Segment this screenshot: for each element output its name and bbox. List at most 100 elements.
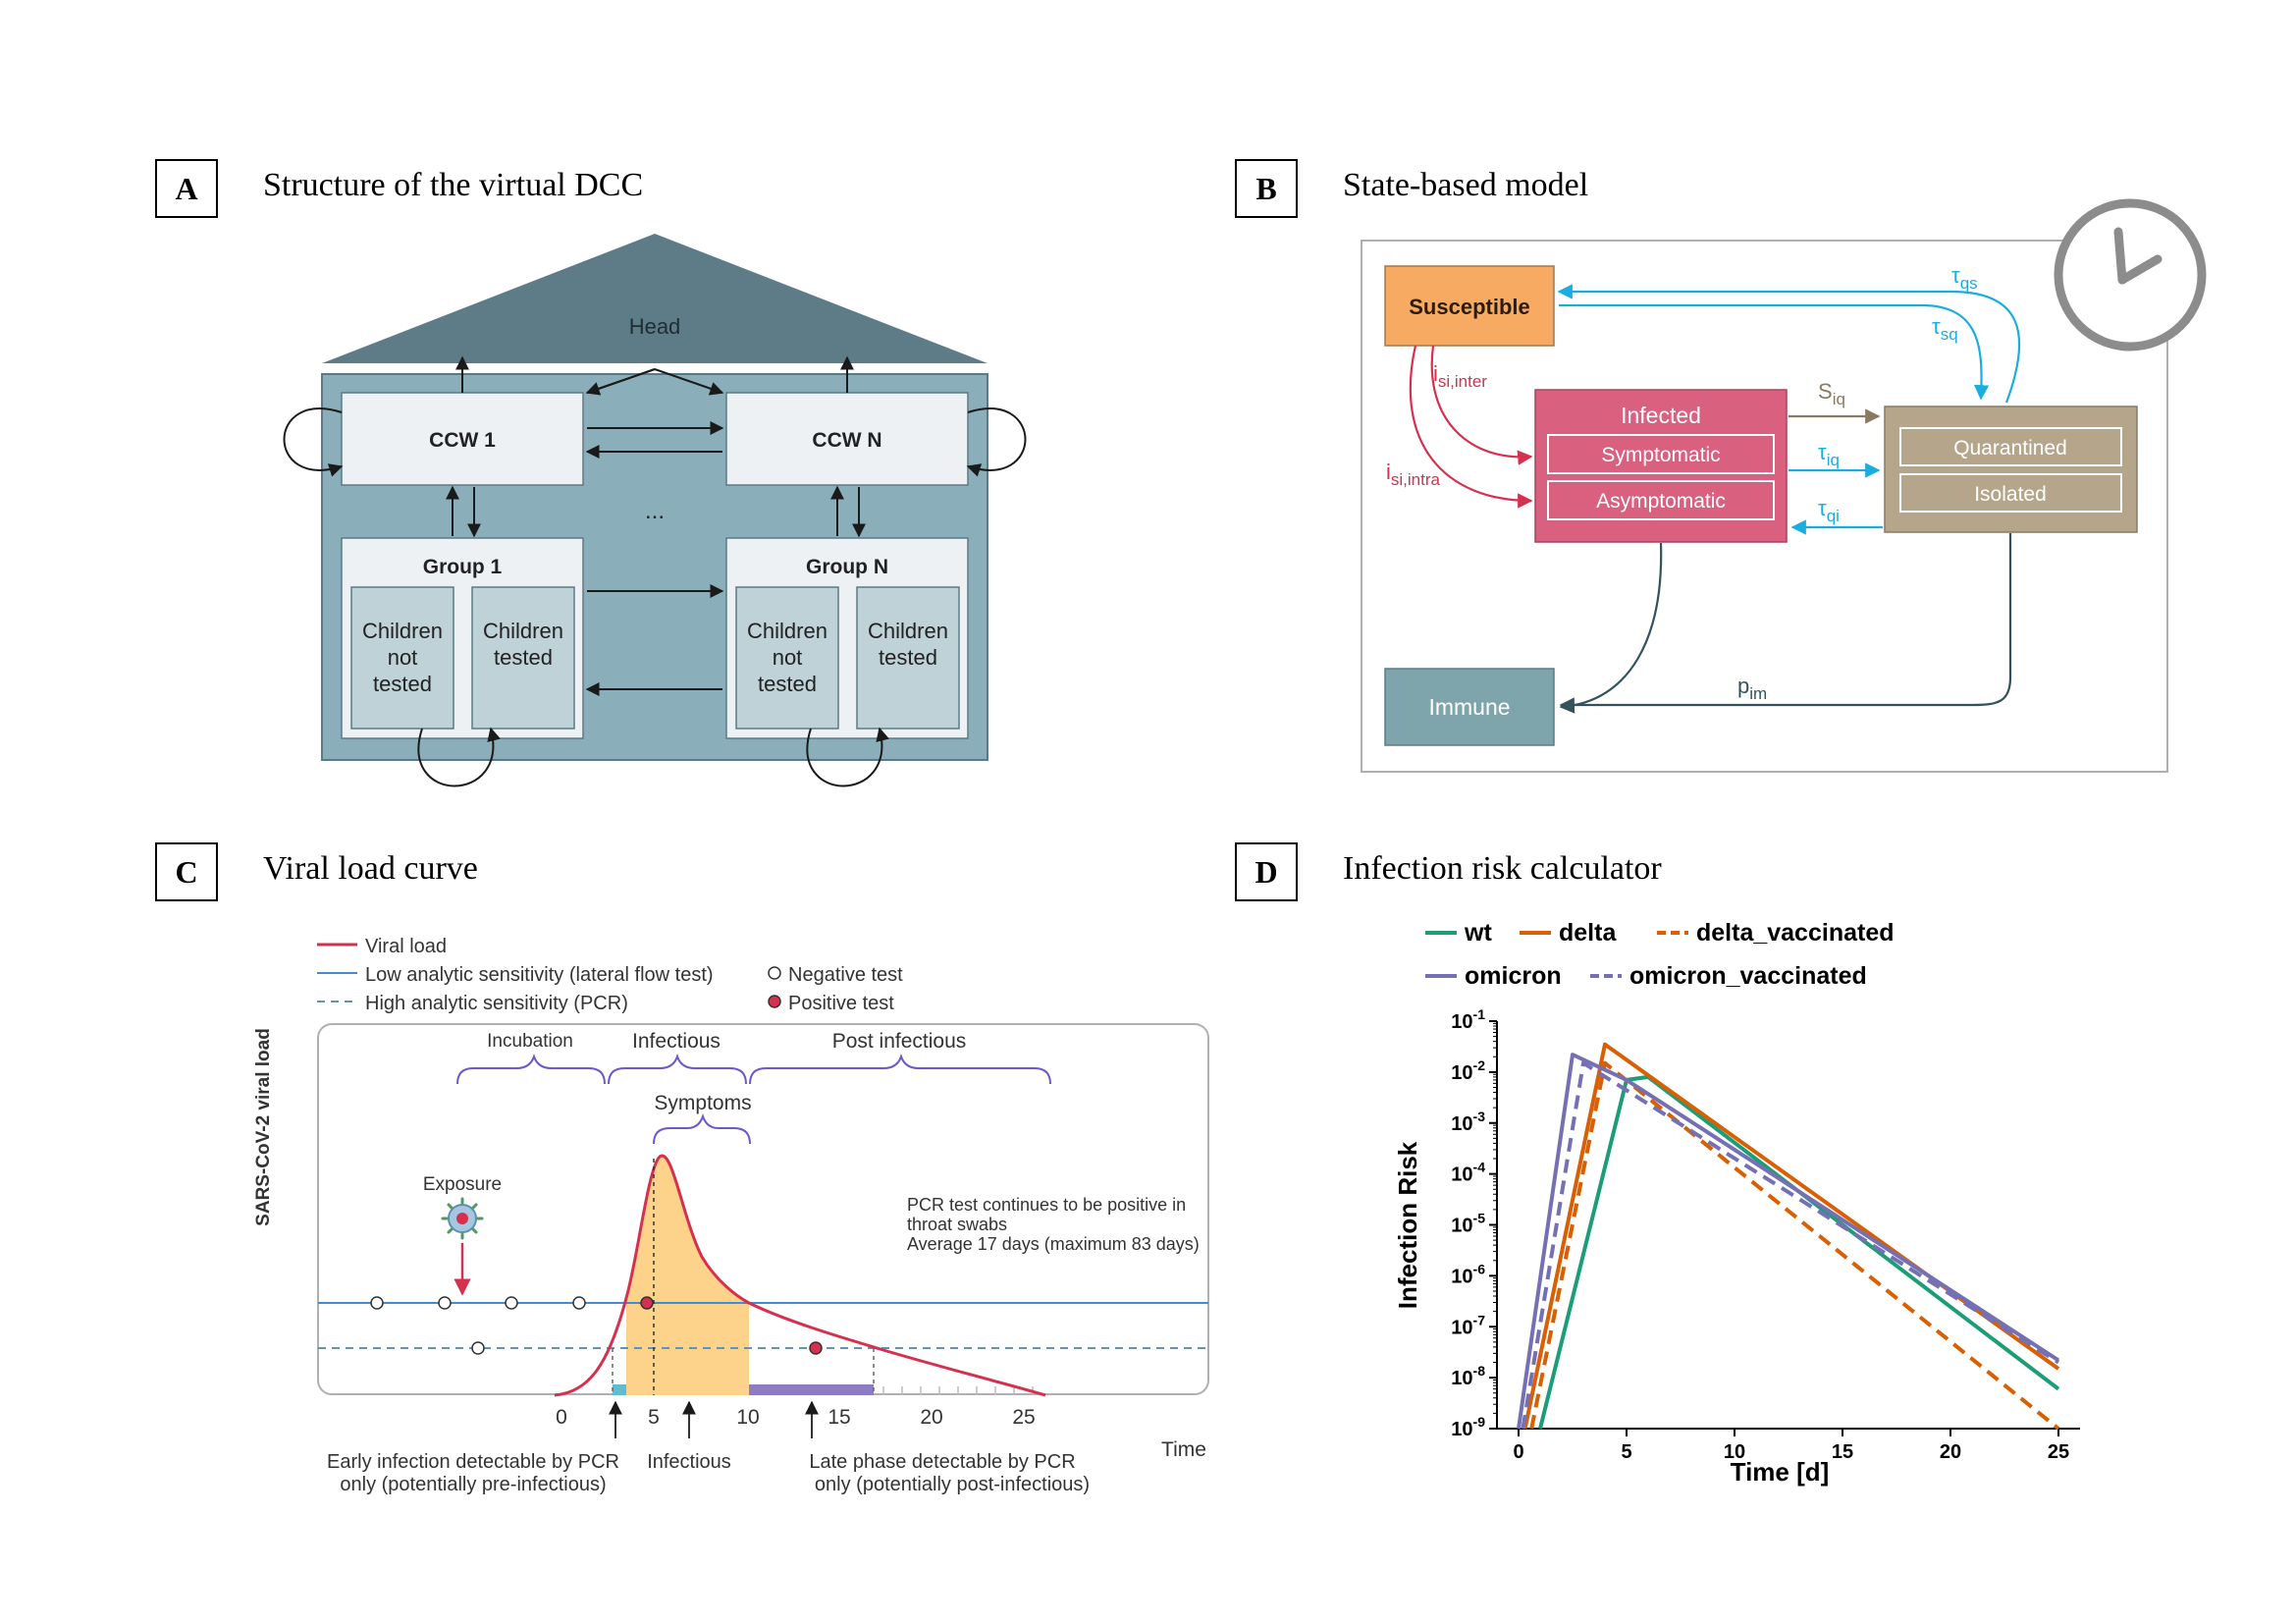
panel-c-letter: C xyxy=(155,842,218,901)
y-tick-label: 10-9 xyxy=(1451,1414,1485,1440)
head-label: Head xyxy=(629,314,681,339)
panel-b-letter: B xyxy=(1235,159,1298,218)
asymptomatic-box xyxy=(1547,480,1775,520)
label-i-inter: isi,inter xyxy=(1433,361,1487,391)
early-detection-bar xyxy=(613,1384,626,1395)
time-tick-0: 0 xyxy=(556,1406,567,1429)
isolated-box xyxy=(1899,473,2122,513)
phase-incubation: Incubation xyxy=(487,1031,573,1052)
panel-b-frame xyxy=(1361,240,2168,773)
quarantined-box xyxy=(1899,427,2122,466)
groupn-not-tested-l2: not xyxy=(773,645,803,670)
groupn-not-tested-box xyxy=(735,586,839,730)
panel-c-diagram: Viral load Low analytic sensitivity (lat… xyxy=(253,936,1209,1495)
phase-post-infectious: Post infectious xyxy=(832,1030,967,1053)
legend-negative-marker xyxy=(768,966,781,980)
phase-symptoms: Symptoms xyxy=(654,1092,751,1114)
y-tick-label: 10-1 xyxy=(1451,1006,1485,1033)
group1-not-tested-l2: not xyxy=(388,645,418,670)
legend-label-omicron: omicron xyxy=(1465,962,1562,990)
pcr-note-l2: throat swabs xyxy=(907,1215,1007,1234)
late-label-l2: only (potentially post-infectious) xyxy=(815,1474,1090,1495)
isolated-label: Isolated xyxy=(1974,483,2047,506)
group1-not-tested-box xyxy=(350,586,454,730)
panel-d-letter: D xyxy=(1235,842,1298,901)
series-line-wt xyxy=(1538,1074,2060,1430)
quarantine-box xyxy=(1884,406,2138,533)
legend-negative: Negative test xyxy=(788,964,903,986)
panel-b-title: State-based model xyxy=(1343,167,1589,203)
panel-c-xlabel: Time xyxy=(1161,1438,1206,1461)
group1-label: Group 1 xyxy=(423,556,503,578)
y-tick-label: 10-2 xyxy=(1451,1057,1485,1084)
series-line-delta-vaccinated xyxy=(1529,1060,2060,1431)
time-axis-labels: 0 5 10 15 20 25 xyxy=(556,1406,1036,1429)
series-line-delta xyxy=(1522,1042,2060,1430)
y-tick-label: 10-7 xyxy=(1451,1312,1485,1338)
legend-low: Low analytic sensitivity (lateral flow t… xyxy=(365,964,714,986)
panel-b-arrows xyxy=(1409,284,2021,714)
legend-viral-load: Viral load xyxy=(365,936,447,957)
clock-icon xyxy=(2054,198,2207,352)
pcr-note-l3: Average 17 days (maximum 83 days) xyxy=(907,1234,1200,1254)
time-tick-15: 15 xyxy=(828,1406,850,1429)
chart-ylabel: Infection Risk xyxy=(1393,1141,1422,1309)
y-tick-label: 10-3 xyxy=(1451,1109,1485,1135)
group1-tested-box xyxy=(471,586,575,730)
legend-positive: Positive test xyxy=(788,993,894,1014)
legend-high: High analytic sensitivity (PCR) xyxy=(365,993,628,1014)
panel-a-arrows xyxy=(283,355,1027,787)
ccwn-label: CCW N xyxy=(812,429,881,452)
y-tick-label: 10-6 xyxy=(1451,1261,1485,1287)
early-label-l1: Early infection detectable by PCR xyxy=(327,1451,619,1473)
negative-tests xyxy=(370,1296,586,1355)
chart-xlabel: Time [d] xyxy=(1731,1457,1830,1487)
time-tick-10: 10 xyxy=(736,1406,759,1429)
panel-b-diagram: Susceptible Infected Symptomatic Asympto… xyxy=(1361,198,2207,773)
groupn-not-tested-l3: tested xyxy=(758,672,817,696)
infected-box xyxy=(1534,389,1788,543)
infectious-label: Infectious xyxy=(647,1451,731,1473)
susceptible-box xyxy=(1384,265,1555,347)
legend-label-delta: delta xyxy=(1559,919,1617,947)
legend-label-delta-vaccinated: delta_vaccinated xyxy=(1696,919,1895,947)
infected-label: Infected xyxy=(1621,403,1701,428)
late-detection-bar xyxy=(749,1384,874,1395)
label-s-iq: Siq xyxy=(1818,379,1845,408)
time-tick-25: 25 xyxy=(1012,1406,1035,1429)
panel-c-ylabel: SARS-CoV-2 viral load xyxy=(253,1028,274,1226)
legend-label-wt: wt xyxy=(1464,919,1492,947)
groupn-tested-l1: Children xyxy=(868,619,948,643)
label-tau-iq: τiq xyxy=(1818,440,1840,469)
time-tick-20: 20 xyxy=(920,1406,942,1429)
groupn-label: Group N xyxy=(806,556,888,578)
ccw1-box xyxy=(341,392,584,486)
infectious-shading xyxy=(626,1156,749,1395)
susceptible-label: Susceptible xyxy=(1409,295,1529,319)
symptomatic-label: Symptomatic xyxy=(1601,444,1720,466)
early-label-l2: only (potentially pre-infectious) xyxy=(340,1474,606,1495)
label-i-intra: isi,intra xyxy=(1386,460,1441,489)
group1-not-tested-l3: tested xyxy=(373,672,432,696)
immune-label: Immune xyxy=(1428,694,1510,720)
panel-a-letter: A xyxy=(155,159,218,218)
chart-series xyxy=(1517,1042,2060,1431)
label-tau-qi: τqi xyxy=(1818,496,1840,525)
ccw1-label: CCW 1 xyxy=(429,429,496,452)
groupn-tested-l2: tested xyxy=(879,645,937,670)
panel-b-rate-labels: isi,inter isi,intra Siq τiq τqi τqs τsq … xyxy=(1386,263,1978,703)
symptomatic-box xyxy=(1547,434,1775,474)
legend-positive-marker xyxy=(768,995,781,1008)
panel-c-title: Viral load curve xyxy=(263,850,478,887)
panel-a-title: Structure of the virtual DCC xyxy=(263,167,644,203)
panel-d-title: Infection risk calculator xyxy=(1343,850,1662,887)
x-tick-label: 5 xyxy=(1621,1441,1631,1463)
group1-not-tested-l1: Children xyxy=(362,619,443,643)
groupn-not-tested-l1: Children xyxy=(747,619,828,643)
late-label-l1: Late phase detectable by PCR xyxy=(809,1451,1075,1473)
positive-tests xyxy=(640,1296,823,1355)
phase-infectious: Infectious xyxy=(632,1030,721,1053)
group1-tested-l2: tested xyxy=(494,645,553,670)
